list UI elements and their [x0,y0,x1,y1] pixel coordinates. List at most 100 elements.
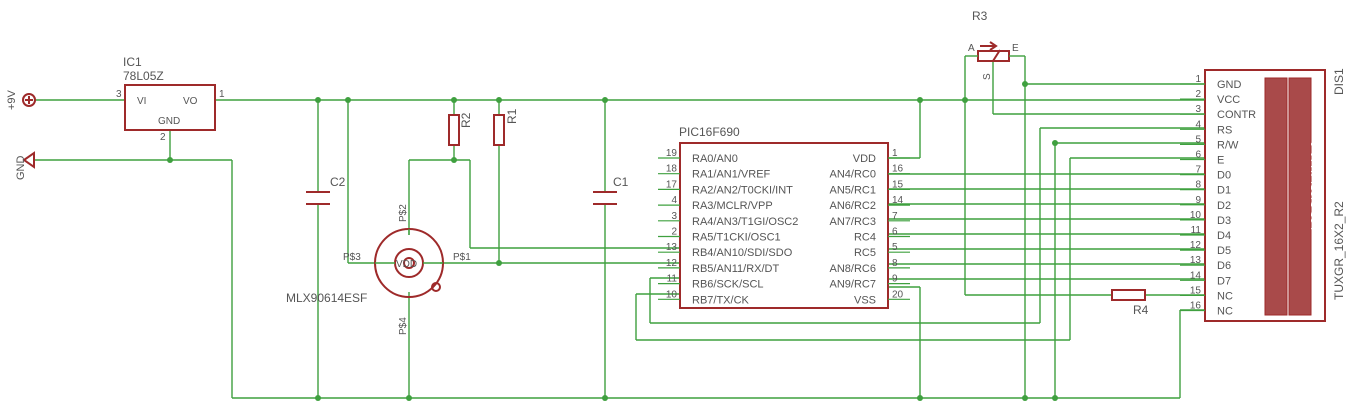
pic-pin-label: RA2/AN2/T0CKI/INT [692,184,793,196]
ic1-regulator: IC1 78L05Z VI VO GND 3 1 2 [116,55,225,143]
plus9v-label: +9V [6,89,18,110]
pic-pin-label: VDD [853,153,876,165]
gnd-label: GND [15,156,27,181]
lcd-pin-number: 8 [1195,180,1201,191]
pic-pin-label: RA3/MCLR/VPP [692,200,773,212]
pic-pin-number: 17 [666,179,678,190]
sensor-p4: P$4 [398,317,409,335]
pic-pin-number: 10 [666,289,678,300]
ic1-name: IC1 [123,55,142,69]
lcd-pin-label: D6 [1217,260,1231,272]
pic-pin-number: 12 [666,258,678,269]
pic-pin-number: 20 [892,289,904,300]
pic-pin-number: 4 [671,195,677,206]
lcd-pin-label: NC [1217,306,1233,318]
sensor-p3: P$3 [343,252,361,263]
lcd-pin-label: D4 [1217,230,1231,242]
pic-pin-number: 8 [892,258,898,269]
pic-pin-number: 6 [892,227,898,238]
lcd-pin-number: 9 [1195,195,1201,206]
lcd-pin-label: D2 [1217,200,1231,212]
pic-pin-number: 14 [892,195,904,206]
lcd-model: TUXGR_16X2_R2 [1332,201,1346,300]
pic-pin-label: RB5/AN11/RX/DT [692,263,779,275]
sensor-p1: P$1 [453,252,471,263]
lcd-pin-label: CONTR [1217,109,1256,121]
junctions [167,81,1058,401]
pic-pin-label: AN4/RC0 [830,169,876,181]
pic-pin-label: RB7/TX/CK [692,294,750,306]
pic-pin-label: AN5/RC1 [830,184,876,196]
lcd-pin-number: 7 [1195,165,1201,176]
lcd-pin-number: 10 [1190,210,1202,221]
pic-pin-label: AN8/RC6 [830,263,876,275]
lcd-pin-number: 15 [1190,285,1202,296]
ic1-vi: VI [137,96,146,107]
ic1-pin-vi: 3 [116,89,122,100]
sensor-p2: P$2 [398,204,409,222]
pic-pin-number: 1 [892,148,898,159]
r3-pin-a: A [968,43,975,54]
lcd-pin-number: 4 [1195,119,1201,130]
sensor-mlx90614: VDD MLX90614ESF P$1 P$3 P$2 P$4 [286,204,471,335]
lcd-pin-label: D3 [1217,215,1231,227]
pic-pin-label: RB4/AN10/SDI/SDO [692,247,793,259]
pic-pin-number: 2 [671,227,677,238]
r4-label: R4 [1133,303,1149,317]
pic-name: PIC16F690 [679,125,740,139]
gnd-supply: GND [15,151,35,181]
lcd-pin-number: 3 [1195,104,1201,115]
pic-pin-number: 19 [666,148,678,159]
pic-pin-number: 16 [892,164,904,175]
wires [35,56,1205,399]
plus9v-supply: +9V [6,89,36,110]
lcd-pin-label: R/W [1217,139,1239,151]
ic1-value: 78L05Z [123,69,164,83]
c2-label: C2 [330,175,346,189]
lcd-pin-number: 14 [1190,270,1202,281]
pic-pin-label: AN9/RC7 [830,279,876,291]
ic1-gnd: GND [158,116,180,127]
pic-pin-label: AN7/RC3 [830,216,876,228]
potentiometer-r3: R3 A E S [965,9,1025,80]
r3-pin-s: S [982,73,993,80]
lcd-pin-label: E [1217,155,1224,167]
lcd-pin-number: 13 [1190,255,1202,266]
r2-label: R2 [459,112,473,128]
lcd-pin-label: VCC [1217,94,1240,106]
pic-pin-number: 18 [666,164,678,175]
pic-pin-label: RA4/AN3/T1GI/OSC2 [692,216,798,228]
lcd-pin-number: 12 [1190,240,1202,251]
pic-pin-number: 15 [892,179,904,190]
pic-pin-label: RB6/SCK/SCL [692,279,764,291]
pic-pin-label: RC4 [854,232,876,244]
sensor-name: MLX90614ESF [286,291,367,305]
lcd-pin-label: D1 [1217,185,1231,197]
pic-pin-number: 9 [892,274,898,285]
pic-pin-number: 3 [671,211,677,222]
lcd-pin-number: 11 [1191,225,1202,236]
lcd-pin-number: 6 [1195,150,1201,161]
lcd-pin-number: 2 [1195,89,1201,100]
resistor-r4: R4 [1111,289,1149,317]
pic-pin-label: RA1/AN1/VREF [692,169,771,181]
resistor-r1: R1 [493,108,519,146]
lcd-pin-number: 1 [1195,74,1201,85]
pic-right-pins: 1VDD16AN4/RC015AN5/RC114AN6/RC27AN7/RC36… [830,148,910,306]
lcd-pin-number: 5 [1195,134,1201,145]
capacitor-c2: C2 [306,175,346,205]
ic1-vo: VO [183,96,198,107]
pic-pin-number: 5 [892,242,898,253]
r3-pin-e: E [1012,43,1019,54]
pic-pin-label: RA5/T1CKI/OSC1 [692,232,781,244]
r3-label: R3 [972,9,988,23]
lcd-display-label: LCD DISPLAY 16x2 [1310,141,1321,230]
c1-label: C1 [613,175,629,189]
resistor-r2: R2 [448,112,473,146]
lcd-pin-label: D0 [1217,170,1231,182]
